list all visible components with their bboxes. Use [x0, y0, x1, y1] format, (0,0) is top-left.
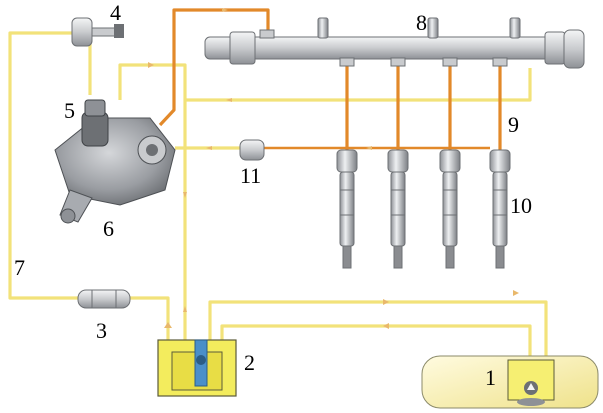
- label-11: 11: [240, 163, 262, 188]
- high-pressure-lines: [158, 8, 502, 150]
- label-2: 2: [244, 350, 255, 375]
- label-6: 6: [103, 216, 114, 241]
- label-7: 7: [14, 255, 25, 280]
- flow-arrows: [148, 8, 519, 329]
- injector-2: [387, 149, 409, 269]
- label-5: 5: [64, 98, 75, 123]
- high-pressure-pump: [54, 99, 176, 224]
- return-line-rail: [185, 68, 532, 102]
- injector-4: [489, 149, 511, 269]
- tank-return-line: [208, 300, 548, 363]
- label-3: 3: [96, 318, 107, 343]
- label-1: 1: [485, 365, 496, 390]
- tank-supply-line: [220, 324, 532, 363]
- fuel-tank-1: [421, 355, 599, 409]
- label-10: 10: [510, 193, 532, 218]
- fuel-filter-3: [77, 289, 131, 309]
- label-8: 8: [416, 10, 427, 35]
- filter-to-unit-line: [130, 296, 170, 344]
- pump-inlet-sensor-4: [71, 17, 124, 47]
- injector-1: [336, 149, 358, 269]
- pressure-valve-11: [239, 139, 265, 161]
- common-rail: [204, 17, 585, 69]
- injectors: [336, 149, 511, 269]
- pump-to-rail-line: [158, 8, 270, 127]
- label-9: 9: [508, 112, 519, 137]
- filter-unit-2: [157, 339, 237, 397]
- label-4: 4: [110, 0, 121, 25]
- injector-3: [439, 149, 461, 269]
- supply-line-7: [8, 31, 80, 300]
